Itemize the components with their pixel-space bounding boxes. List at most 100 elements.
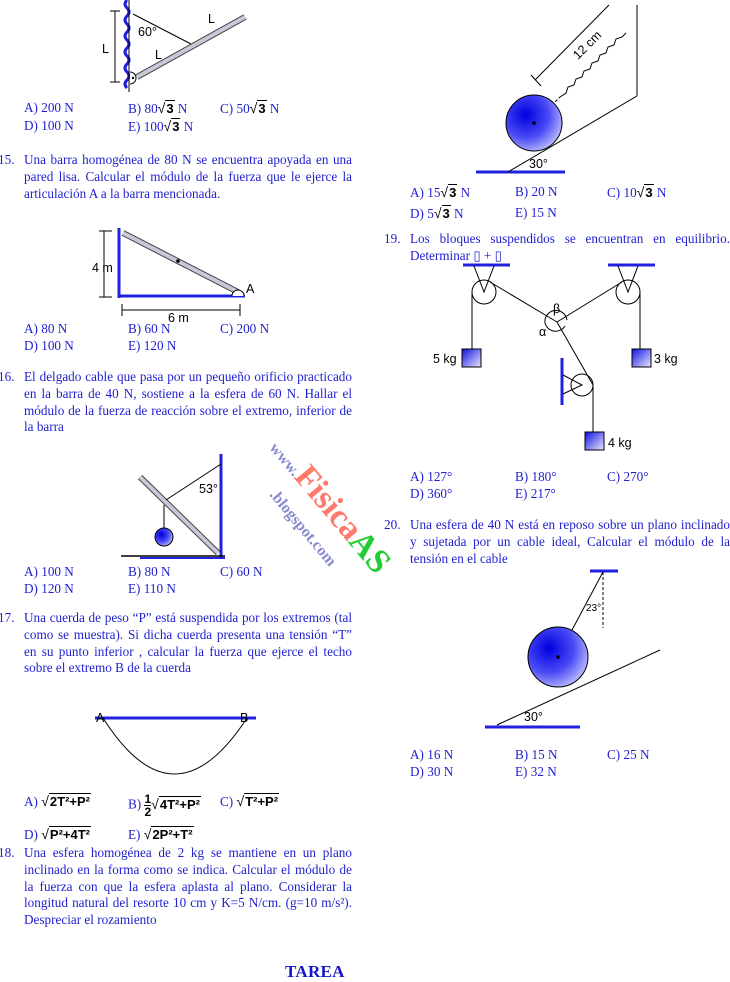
radical: √3 (636, 184, 654, 200)
label: L (208, 12, 215, 26)
radicand: 2T²+P² (48, 793, 91, 809)
label: 30° (524, 710, 543, 724)
block-4kg (584, 431, 605, 451)
option-value: 100 N (41, 118, 74, 133)
label: 60° (138, 25, 157, 39)
radicand: 3 (644, 184, 654, 200)
option-value: 217° (530, 486, 556, 501)
radicand: 3 (257, 100, 267, 116)
wall-icon (123, 0, 131, 90)
option-value: 50 (236, 101, 250, 116)
sqrt-icon: √ (440, 184, 449, 200)
option-value: 16 N (427, 747, 454, 762)
option-label: E) (515, 205, 528, 220)
radical: √3 (249, 100, 267, 116)
sqrt-icon: √ (249, 100, 258, 116)
radicand: 3 (165, 100, 175, 116)
option-unit: N (180, 119, 194, 134)
option-value: 80 (144, 101, 158, 116)
answer-option: E) 120 N (128, 338, 176, 354)
sqrt-icon: √ (157, 100, 166, 116)
numerator: 1 (144, 792, 152, 806)
label: 4 kg (608, 436, 632, 450)
option-value: 270° (623, 469, 649, 484)
answer-option: D) 100 N (24, 338, 74, 354)
sqrt-icon: √ (163, 118, 172, 134)
answer-option: E) 110 N (128, 581, 176, 597)
option-value: 32 N (530, 764, 557, 779)
label: 4 m (92, 261, 113, 275)
answer-option: A) 80 N (24, 321, 67, 337)
question-text: Una esfera de 40 N está en reposo sobre … (410, 517, 730, 566)
option-label: E) (128, 338, 141, 353)
option-label: A) (24, 794, 38, 809)
option-label: A) (24, 564, 38, 579)
radical: √4T²+P² (151, 795, 201, 812)
radicand: T²+P² (244, 793, 280, 809)
radicand: 3 (441, 205, 451, 221)
label: 5 kg (433, 352, 457, 366)
question-text: Una esfera homogénea de 2 kg se mantiene… (24, 845, 352, 928)
radical: √3 (157, 100, 175, 116)
diagram-q14: L 60° L L (102, 0, 247, 92)
option-value: 180° (531, 469, 557, 484)
sqrt-icon: √ (143, 826, 152, 842)
radical: √T²+P² (236, 793, 280, 809)
option-label: A) (410, 747, 424, 762)
option-label: C) (220, 321, 234, 336)
answer-option: D) 100 N (24, 118, 74, 134)
option-label: C) (607, 185, 621, 200)
question-number: 19. (384, 231, 401, 246)
option-label: A) (410, 469, 424, 484)
footer-title: TAREA (285, 962, 345, 981)
option-unit: N (174, 101, 188, 116)
answer-option: B) 15 N (515, 747, 558, 763)
label: α (539, 325, 546, 339)
answer-option: A) 100 N (24, 564, 74, 580)
option-value: 60 N (236, 564, 263, 579)
answer-option: D) 5√3 N (410, 205, 464, 222)
answer-option: B) 180° (515, 469, 557, 485)
question-text: Una cuerda de peso “P” está suspendida p… (24, 610, 352, 676)
diagram-q20: 23° 30° (485, 569, 661, 729)
answer-option: D) 360° (410, 486, 452, 502)
sqrt-icon: √ (636, 184, 645, 200)
option-label: D) (24, 118, 38, 133)
label: 30° (529, 157, 548, 171)
option-value: 200 N (41, 100, 74, 115)
option-unit: N (457, 185, 471, 200)
answer-option: C) 10√3 N (607, 184, 666, 201)
label: 3 kg (654, 352, 678, 366)
answer-option: A) √2T²+P² (24, 793, 91, 810)
diagram-q15: 4 m 6 m A (92, 228, 255, 325)
question-text: Una barra homogénea de 80 N se encuentra… (24, 152, 352, 201)
answer-option: C) 200 N (220, 321, 269, 337)
option-label: B) (515, 747, 529, 762)
option-label: E) (128, 581, 141, 596)
label: A (246, 282, 255, 296)
option-label: D) (410, 764, 424, 779)
label: L (155, 48, 162, 62)
answer-option: B) 80√3 N (128, 100, 187, 117)
diagram-q16: 53° (121, 454, 225, 559)
question-number: 16. (0, 369, 15, 384)
option-value: 20 N (531, 184, 558, 199)
label: L (102, 42, 109, 56)
option-label: E) (128, 119, 141, 134)
question-19: 19. Los bloques suspendidos se encuentra… (384, 231, 730, 265)
answer-option: B) 60 N (128, 321, 171, 337)
answer-option: A) 127° (410, 469, 452, 485)
option-label: C) (220, 564, 234, 579)
option-label: B) (128, 101, 142, 116)
option-label: E) (515, 764, 528, 779)
diagram-q18: 12 cm 30° (476, 4, 638, 174)
option-value: 200 N (236, 321, 270, 336)
option-value: 120 N (143, 338, 177, 353)
answer-option: E) 217° (515, 486, 556, 502)
answer-option: D) 30 N (410, 764, 453, 780)
label: β (553, 302, 560, 316)
radical: √2P²+T² (143, 826, 194, 842)
answer-option: E) √2P²+T² (128, 826, 194, 843)
sqrt-icon: √ (41, 826, 49, 842)
option-value: 120 N (41, 581, 74, 596)
